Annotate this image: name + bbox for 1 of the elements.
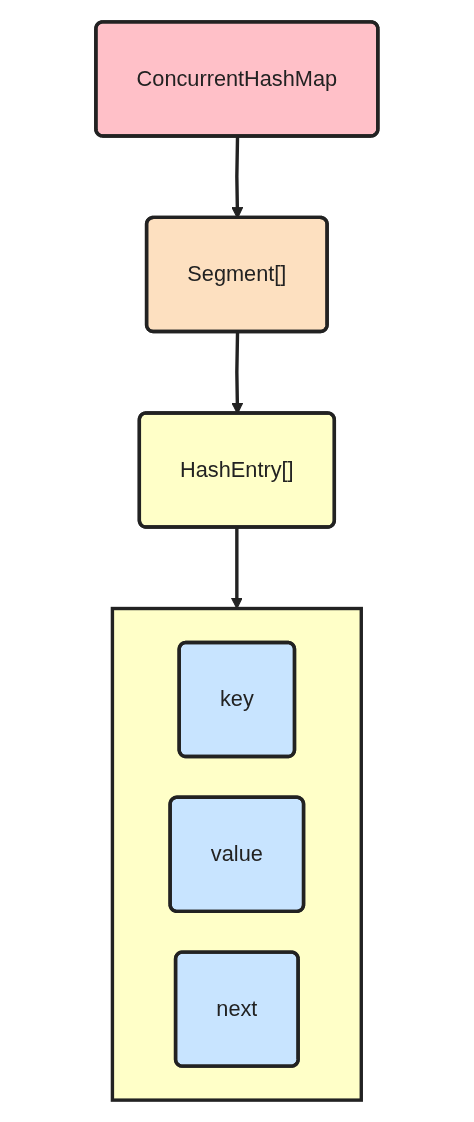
cluster bbox=[110, 606, 364, 1102]
